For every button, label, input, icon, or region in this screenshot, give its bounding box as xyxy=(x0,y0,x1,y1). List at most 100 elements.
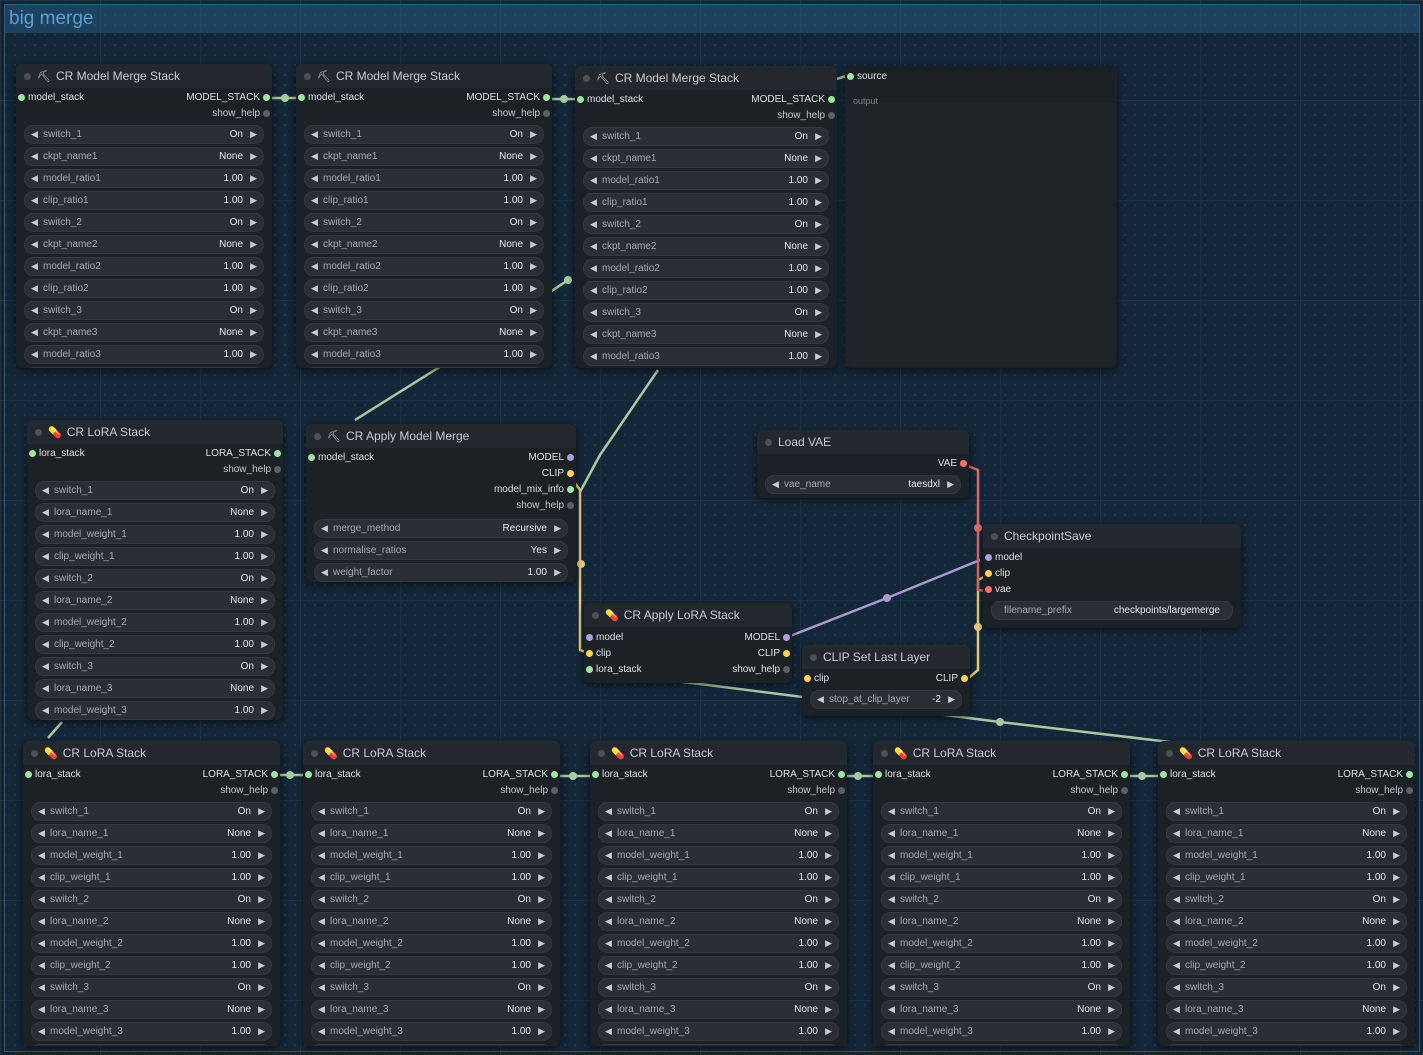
output-slot[interactable]: show_help xyxy=(223,462,281,478)
increment-arrow-icon[interactable]: ▶ xyxy=(1393,850,1400,860)
increment-arrow-icon[interactable]: ▶ xyxy=(815,219,822,229)
output-slot[interactable]: show_help xyxy=(492,106,550,122)
increment-arrow-icon[interactable]: ▶ xyxy=(261,661,268,671)
decrement-arrow-icon[interactable]: ◀ xyxy=(42,595,49,605)
increment-arrow-icon[interactable]: ▶ xyxy=(1393,1045,1400,1046)
increment-arrow-icon[interactable]: ▶ xyxy=(1108,916,1115,926)
link-midpoint-handle[interactable] xyxy=(1138,772,1146,780)
increment-arrow-icon[interactable]: ▶ xyxy=(530,173,537,183)
link-lora-top-out[interactable] xyxy=(47,721,63,739)
increment-arrow-icon[interactable]: ▶ xyxy=(1108,1026,1115,1036)
increment-arrow-icon[interactable]: ▶ xyxy=(1108,894,1115,904)
increment-arrow-icon[interactable]: ▶ xyxy=(815,263,822,273)
increment-arrow-icon[interactable]: ▶ xyxy=(815,329,822,339)
decrement-arrow-icon[interactable]: ◀ xyxy=(1173,828,1180,838)
increment-arrow-icon[interactable]: ▶ xyxy=(538,982,545,992)
output-slot[interactable]: show_help xyxy=(212,106,270,122)
increment-arrow-icon[interactable]: ▶ xyxy=(1108,1004,1115,1014)
increment-arrow-icon[interactable]: ▶ xyxy=(250,305,257,315)
increment-arrow-icon[interactable]: ▶ xyxy=(530,239,537,249)
increment-arrow-icon[interactable]: ▶ xyxy=(261,639,268,649)
decrement-arrow-icon[interactable]: ◀ xyxy=(1173,938,1180,948)
increment-arrow-icon[interactable]: ▶ xyxy=(1393,806,1400,816)
input-slot[interactable]: lora_stack xyxy=(592,767,648,783)
input-socket[interactable] xyxy=(875,771,882,778)
decrement-arrow-icon[interactable]: ◀ xyxy=(1173,806,1180,816)
output-slot[interactable]: LORA_STACK xyxy=(206,446,281,462)
decrement-arrow-icon[interactable]: ◀ xyxy=(38,806,45,816)
decrement-arrow-icon[interactable]: ◀ xyxy=(31,217,38,227)
increment-arrow-icon[interactable]: ▶ xyxy=(258,1004,265,1014)
decrement-arrow-icon[interactable]: ◀ xyxy=(31,239,38,249)
node-title-bar[interactable]: 💊CR LoRA Stack xyxy=(23,741,280,765)
decrement-arrow-icon[interactable]: ◀ xyxy=(38,916,45,926)
decrement-arrow-icon[interactable]: ◀ xyxy=(311,261,318,271)
node-title-bar[interactable]: ⛏CR Apply Model Merge xyxy=(306,424,576,448)
decrement-arrow-icon[interactable]: ◀ xyxy=(888,960,895,970)
input-socket[interactable] xyxy=(29,450,36,457)
output-socket[interactable] xyxy=(543,94,550,101)
collapse-dot-icon[interactable] xyxy=(1166,750,1173,758)
increment-arrow-icon[interactable]: ▶ xyxy=(815,153,822,163)
decrement-arrow-icon[interactable]: ◀ xyxy=(590,329,597,339)
decrement-arrow-icon[interactable]: ◀ xyxy=(38,960,45,970)
output-socket[interactable] xyxy=(828,96,835,103)
output-slot[interactable]: MODEL_STACK xyxy=(466,90,550,106)
collapse-dot-icon[interactable] xyxy=(598,750,605,758)
increment-arrow-icon[interactable]: ▶ xyxy=(538,1004,545,1014)
node-title-bar[interactable]: 💊CR LoRA Stack xyxy=(590,741,847,765)
input-slot[interactable]: lora_stack xyxy=(1160,767,1216,783)
increment-arrow-icon[interactable]: ▶ xyxy=(258,982,265,992)
increment-arrow-icon[interactable]: ▶ xyxy=(815,197,822,207)
decrement-arrow-icon[interactable]: ◀ xyxy=(605,1045,612,1046)
collapse-dot-icon[interactable] xyxy=(304,73,311,81)
increment-arrow-icon[interactable]: ▶ xyxy=(530,195,537,205)
decrement-arrow-icon[interactable]: ◀ xyxy=(318,916,325,926)
decrement-arrow-icon[interactable]: ◀ xyxy=(888,828,895,838)
widget-control[interactable]: ◀clip_weight_31.00▶ xyxy=(881,1044,1122,1046)
output-slot[interactable]: show_help xyxy=(516,498,574,514)
increment-arrow-icon[interactable]: ▶ xyxy=(825,850,832,860)
increment-arrow-icon[interactable]: ▶ xyxy=(261,529,268,539)
decrement-arrow-icon[interactable]: ◀ xyxy=(772,479,779,489)
increment-arrow-icon[interactable]: ▶ xyxy=(538,806,545,816)
widget-control[interactable]: ◀clip_weight_31.00▶ xyxy=(598,1044,839,1046)
increment-arrow-icon[interactable]: ▶ xyxy=(815,285,822,295)
output-slot[interactable]: show_help xyxy=(732,662,790,678)
output-slot[interactable]: MODEL_STACK xyxy=(186,90,270,106)
decrement-arrow-icon[interactable]: ◀ xyxy=(38,850,45,860)
decrement-arrow-icon[interactable]: ◀ xyxy=(42,639,49,649)
decrement-arrow-icon[interactable]: ◀ xyxy=(38,828,45,838)
